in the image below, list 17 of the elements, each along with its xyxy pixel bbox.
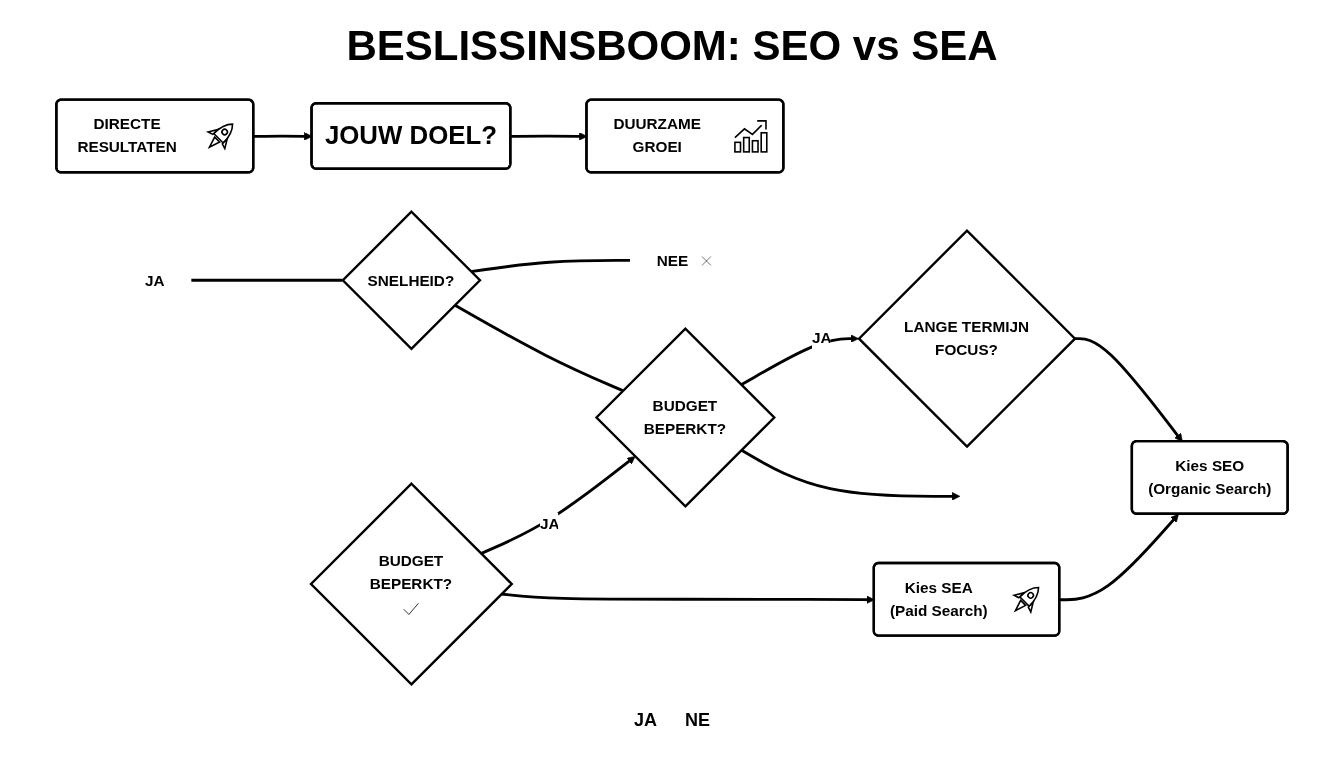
arrow xyxy=(480,456,636,555)
title: BESLISSINSBOOM: SEO vs SEA xyxy=(346,22,998,70)
node-text: NEE xyxy=(656,252,689,269)
note-text: NE xyxy=(685,709,710,731)
node-diamond: SNELHEID? xyxy=(341,210,482,351)
node-diamond: LANGE TERMIJN FOCUS? xyxy=(857,228,1077,449)
connector xyxy=(191,278,343,282)
arrow xyxy=(740,448,961,501)
arrow xyxy=(1074,337,1183,442)
note-text: JA xyxy=(634,709,657,731)
node-text: JA xyxy=(145,272,165,289)
node-diamond: BUDGET BEPERKT? xyxy=(594,326,776,509)
arrow xyxy=(740,334,859,387)
node-diamond: BUDGET BEPERKT? xyxy=(309,481,514,687)
connector xyxy=(453,303,624,392)
arrow xyxy=(1059,513,1179,602)
connector xyxy=(470,258,630,274)
